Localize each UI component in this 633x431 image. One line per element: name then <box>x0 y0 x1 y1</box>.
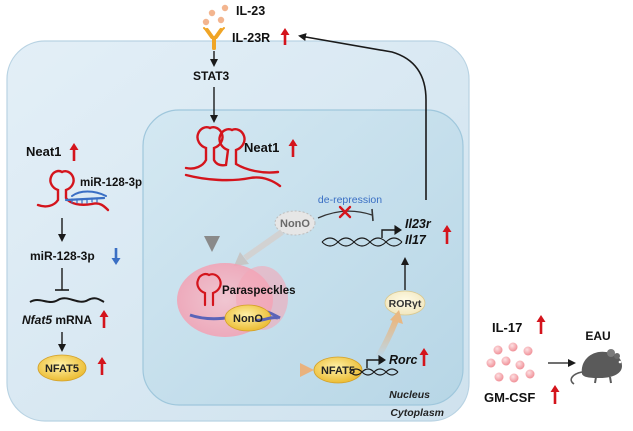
cytoplasm-neat1-up-arrow-icon <box>69 143 79 161</box>
free-nono-label: NonO <box>280 218 310 230</box>
arrow-neat1-paraspeckles-head <box>204 236 220 252</box>
target-genes-up-arrow-icon <box>442 225 452 244</box>
nuclear-neat1-rna-icon <box>184 126 282 188</box>
paraspeckles-label: Paraspeckles <box>222 285 296 297</box>
nuclear-neat1-label: Neat1 <box>244 140 279 155</box>
rorc-dna-helix-icon <box>349 354 399 376</box>
il23-label: IL-23 <box>236 4 265 18</box>
stat3-label: STAT3 <box>193 69 230 83</box>
rorgt-label: RORγt <box>389 298 422 310</box>
mirna-level-label: miR-128-3p <box>30 249 95 263</box>
nfat5-mrna-up-arrow-icon <box>99 310 109 328</box>
il23-ligand-dots <box>202 4 229 26</box>
arrow-nono-paraspeckles <box>243 229 284 261</box>
il17-up-arrow-icon <box>536 315 546 334</box>
il23r-receptor-icon <box>203 27 225 50</box>
mouse-icon <box>570 349 622 385</box>
paraspeckles-complex <box>177 263 288 337</box>
cytoplasm-neat1-label: Neat1 <box>26 144 61 159</box>
arrow-rorc-rorgt-head <box>390 310 403 324</box>
rorgt-protein <box>384 290 426 316</box>
il17-gene-label: Il17 <box>405 233 427 247</box>
mirna-bound-label: miR-128-3p <box>80 177 142 189</box>
rorc-up-arrow-icon <box>419 348 429 366</box>
arrow-nfat5-translocation-head <box>300 363 314 377</box>
cytoplasm-nfat5-protein <box>37 354 87 382</box>
free-nono-protein <box>274 210 316 236</box>
mirna-down-arrow-icon <box>111 248 121 265</box>
eau-label: EAU <box>585 329 610 343</box>
rorc-gene-label: Rorc <box>389 353 418 367</box>
arrow-feedback-il23r <box>298 33 427 200</box>
gmcsf-label: GM-CSF <box>484 390 535 405</box>
il23r-gene-label: Il23r <box>405 217 432 231</box>
nuclear-neat1-up-arrow-icon <box>288 139 298 157</box>
nuclear-nfat5-protein <box>313 356 363 384</box>
cytoplasm-neat1-rna-icon <box>36 169 110 212</box>
nucleus-compartment-label: Nucleus <box>389 389 430 401</box>
derepression-label: de-repression <box>318 194 382 206</box>
nfat5-mrna-label: Nfat5 mRNA <box>22 313 92 327</box>
arrow-rorc-rorgt <box>375 318 399 359</box>
cytoplasm-nfat5-label: NFAT5 <box>45 363 79 375</box>
target-dna-helix-icon <box>321 224 403 247</box>
il17-label: IL-17 <box>492 320 522 335</box>
gmcsf-up-arrow-icon <box>550 385 560 404</box>
repression-bar <box>371 208 374 222</box>
il23r-label: IL-23R <box>232 31 270 45</box>
il23r-up-arrow-icon <box>280 28 290 45</box>
nfat5-up-arrow-icon <box>97 357 107 375</box>
cytokine-dots <box>486 342 535 383</box>
nuclear-nfat5-label: NFAT5 <box>321 365 355 377</box>
nfat5-mrna-icon <box>29 297 105 303</box>
paraspeckle-nono-label: NonO <box>233 313 263 325</box>
cytoplasm-compartment-label: Cytoplasm <box>390 407 444 419</box>
arrow-nono-paraspeckles-head <box>234 252 249 266</box>
cross-icon <box>338 205 352 219</box>
